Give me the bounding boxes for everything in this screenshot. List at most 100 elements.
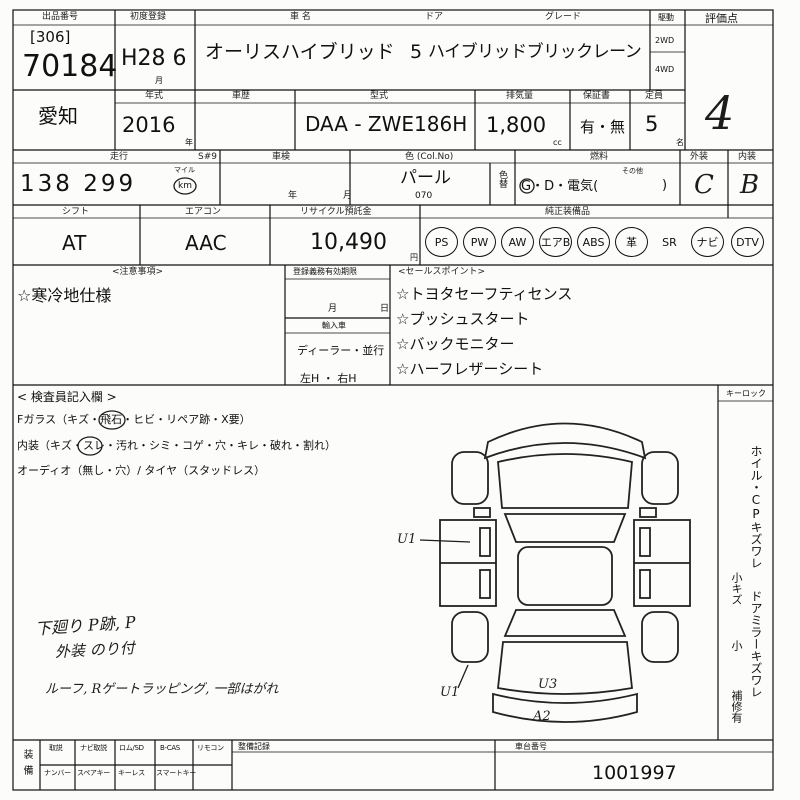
grade-label: グレード (545, 12, 582, 22)
mark-circle-windshield (98, 410, 126, 430)
rear-bumper (492, 692, 638, 723)
fuel-other-label: その他 (622, 167, 643, 175)
rear-left-wheel (451, 611, 489, 663)
left-mirror (473, 507, 491, 518)
recycle-value: 10,490 (310, 230, 387, 255)
accessory-remote: リモコン (197, 744, 224, 752)
aircon-label: エアコン (185, 207, 222, 217)
fuel-options-close: ) (662, 178, 668, 193)
diagram-mark: A2 (533, 709, 551, 724)
car-name: オーリスハイブリッド (205, 41, 395, 63)
right-mirror (639, 507, 657, 518)
fuel-label: 燃料 (590, 152, 609, 162)
score-label: 評価点 (705, 12, 738, 25)
mileage-label: 走行 (110, 152, 129, 162)
exterior-label: 外装 (690, 152, 709, 162)
mark-circle-fuel-g (519, 178, 535, 194)
equipment-sr: SR (662, 236, 677, 249)
recycle-label: リサイクル預託金 (300, 207, 372, 217)
registration-month-unit: 月 (328, 304, 338, 314)
mark-circle-interior (77, 436, 103, 456)
lot-bracket: [306] (30, 28, 71, 46)
interior-label: 内装 (738, 152, 757, 162)
interior-grade: B (740, 170, 760, 200)
hood (497, 453, 633, 509)
mileage-value: 138 299 (20, 171, 137, 197)
mileage-unit-km: km (178, 181, 192, 191)
notes-label: <注意事項> (112, 267, 164, 277)
front-bumper (483, 422, 647, 460)
mark-circle-km (173, 177, 197, 195)
warranty-label: 保証書 (583, 91, 611, 101)
capacity-unit: 名 (676, 138, 684, 147)
displacement-label: 排気量 (506, 91, 534, 101)
maintenance-label: 整備記録 (238, 742, 270, 751)
warranty-value: 有・無 (580, 118, 626, 136)
sales-point: ☆バックモニター (396, 335, 515, 353)
handwritten-note: ルーフ, Rゲートラッピング, 一部はがれ (45, 682, 279, 697)
mileage-code: S#9 (198, 152, 217, 162)
diagram-mark: U1 (440, 685, 460, 700)
capacity-value: 5 (645, 112, 659, 136)
equipment-navi: ナビ (691, 227, 724, 257)
color-change-label: 色替 (497, 170, 507, 188)
sales-point: ☆プッシュスタート (396, 310, 530, 328)
first-registration-value: H28 6 (121, 46, 187, 71)
inspector-label: < 検査員記入欄 > (17, 390, 117, 404)
inspection-year-unit: 年 (288, 191, 298, 201)
key-lock-label: キーロック (726, 389, 766, 398)
region: 愛知 (38, 104, 78, 128)
import-label: 輸入車 (322, 321, 346, 330)
registration-day-unit: 日 (380, 304, 390, 314)
accessory-spare-key: スペアキー (77, 769, 111, 777)
door-label: ドア (425, 12, 444, 22)
accessory-manual: 取説 (49, 744, 63, 752)
equipment-leather: 革 (615, 227, 648, 257)
legend-small-scratch: 小キズ (730, 572, 743, 605)
inspector-line-windshield: Fガラス（キズ・飛石・ヒビ・リペア跡・X要） (17, 413, 251, 426)
import-dealer: ディーラー・並行 (297, 344, 385, 357)
inspection-month-unit: 月 (343, 191, 353, 201)
accessory-smart-key: スマートキー (156, 769, 196, 777)
exterior-grade: C (694, 170, 714, 200)
score-value: 4 (705, 86, 735, 140)
model-year-unit: 年 (185, 138, 193, 147)
equipment-abs: ABS (577, 227, 610, 257)
pointer-line-u1-left (419, 539, 471, 543)
left-rear-door-window (479, 569, 491, 599)
legend-wheel: ホイル・CPキズワレ (749, 445, 763, 569)
equipment-label: 純正装備品 (545, 207, 591, 217)
drive-4wd: 4WD (655, 65, 675, 74)
inspector-line-interior: 内装（キズ・スレ・汚れ・シミ・コゲ・穴・キレ・破れ・割れ） (17, 439, 336, 452)
drive-2wd: 2WD (655, 36, 675, 45)
sales-point: ☆ハーフレザーシート (396, 360, 544, 378)
diagram-mark: U1 (397, 532, 417, 547)
aircon-value: AAC (185, 231, 227, 255)
left-front-door-window (479, 527, 491, 557)
diagram-mark: U3 (538, 677, 558, 692)
fuel-options: G・D・電気( (521, 179, 599, 194)
equipment-pw: PW (463, 227, 496, 257)
inspector-line-audio-tire: オーディオ（無し・穴）/ タイヤ（スタッドレス） (17, 464, 266, 477)
grade-value: ハイブリッドブリックレーン (428, 42, 642, 62)
accessory-keyless: キーレス (118, 769, 145, 777)
shift-value: AT (62, 231, 87, 255)
equipment-aw: AW (501, 227, 534, 257)
model-code-value: DAA - ZWE186H (305, 112, 468, 136)
accessory-rom-sd: ロム/SD (119, 744, 144, 752)
model-year-label: 年式 (145, 91, 164, 101)
car-name-label: 車 名 (290, 12, 311, 22)
pointer-line-u1-bottom (457, 664, 469, 689)
chassis-label: 車台番号 (515, 742, 547, 751)
lot-number: 70184 (22, 49, 118, 84)
handwritten-note: 外装 のり付 (54, 638, 136, 662)
accessories-label: 装備 (21, 749, 32, 781)
note-item: ☆寒冷地仕様 (17, 286, 112, 305)
drive-label: 駆動 (658, 13, 674, 22)
sales-points-label: <セールスポイント> (398, 267, 486, 277)
rear-right-wheel (641, 611, 679, 663)
chassis-number: 1001997 (592, 762, 677, 784)
color-code: 070 (415, 191, 433, 201)
